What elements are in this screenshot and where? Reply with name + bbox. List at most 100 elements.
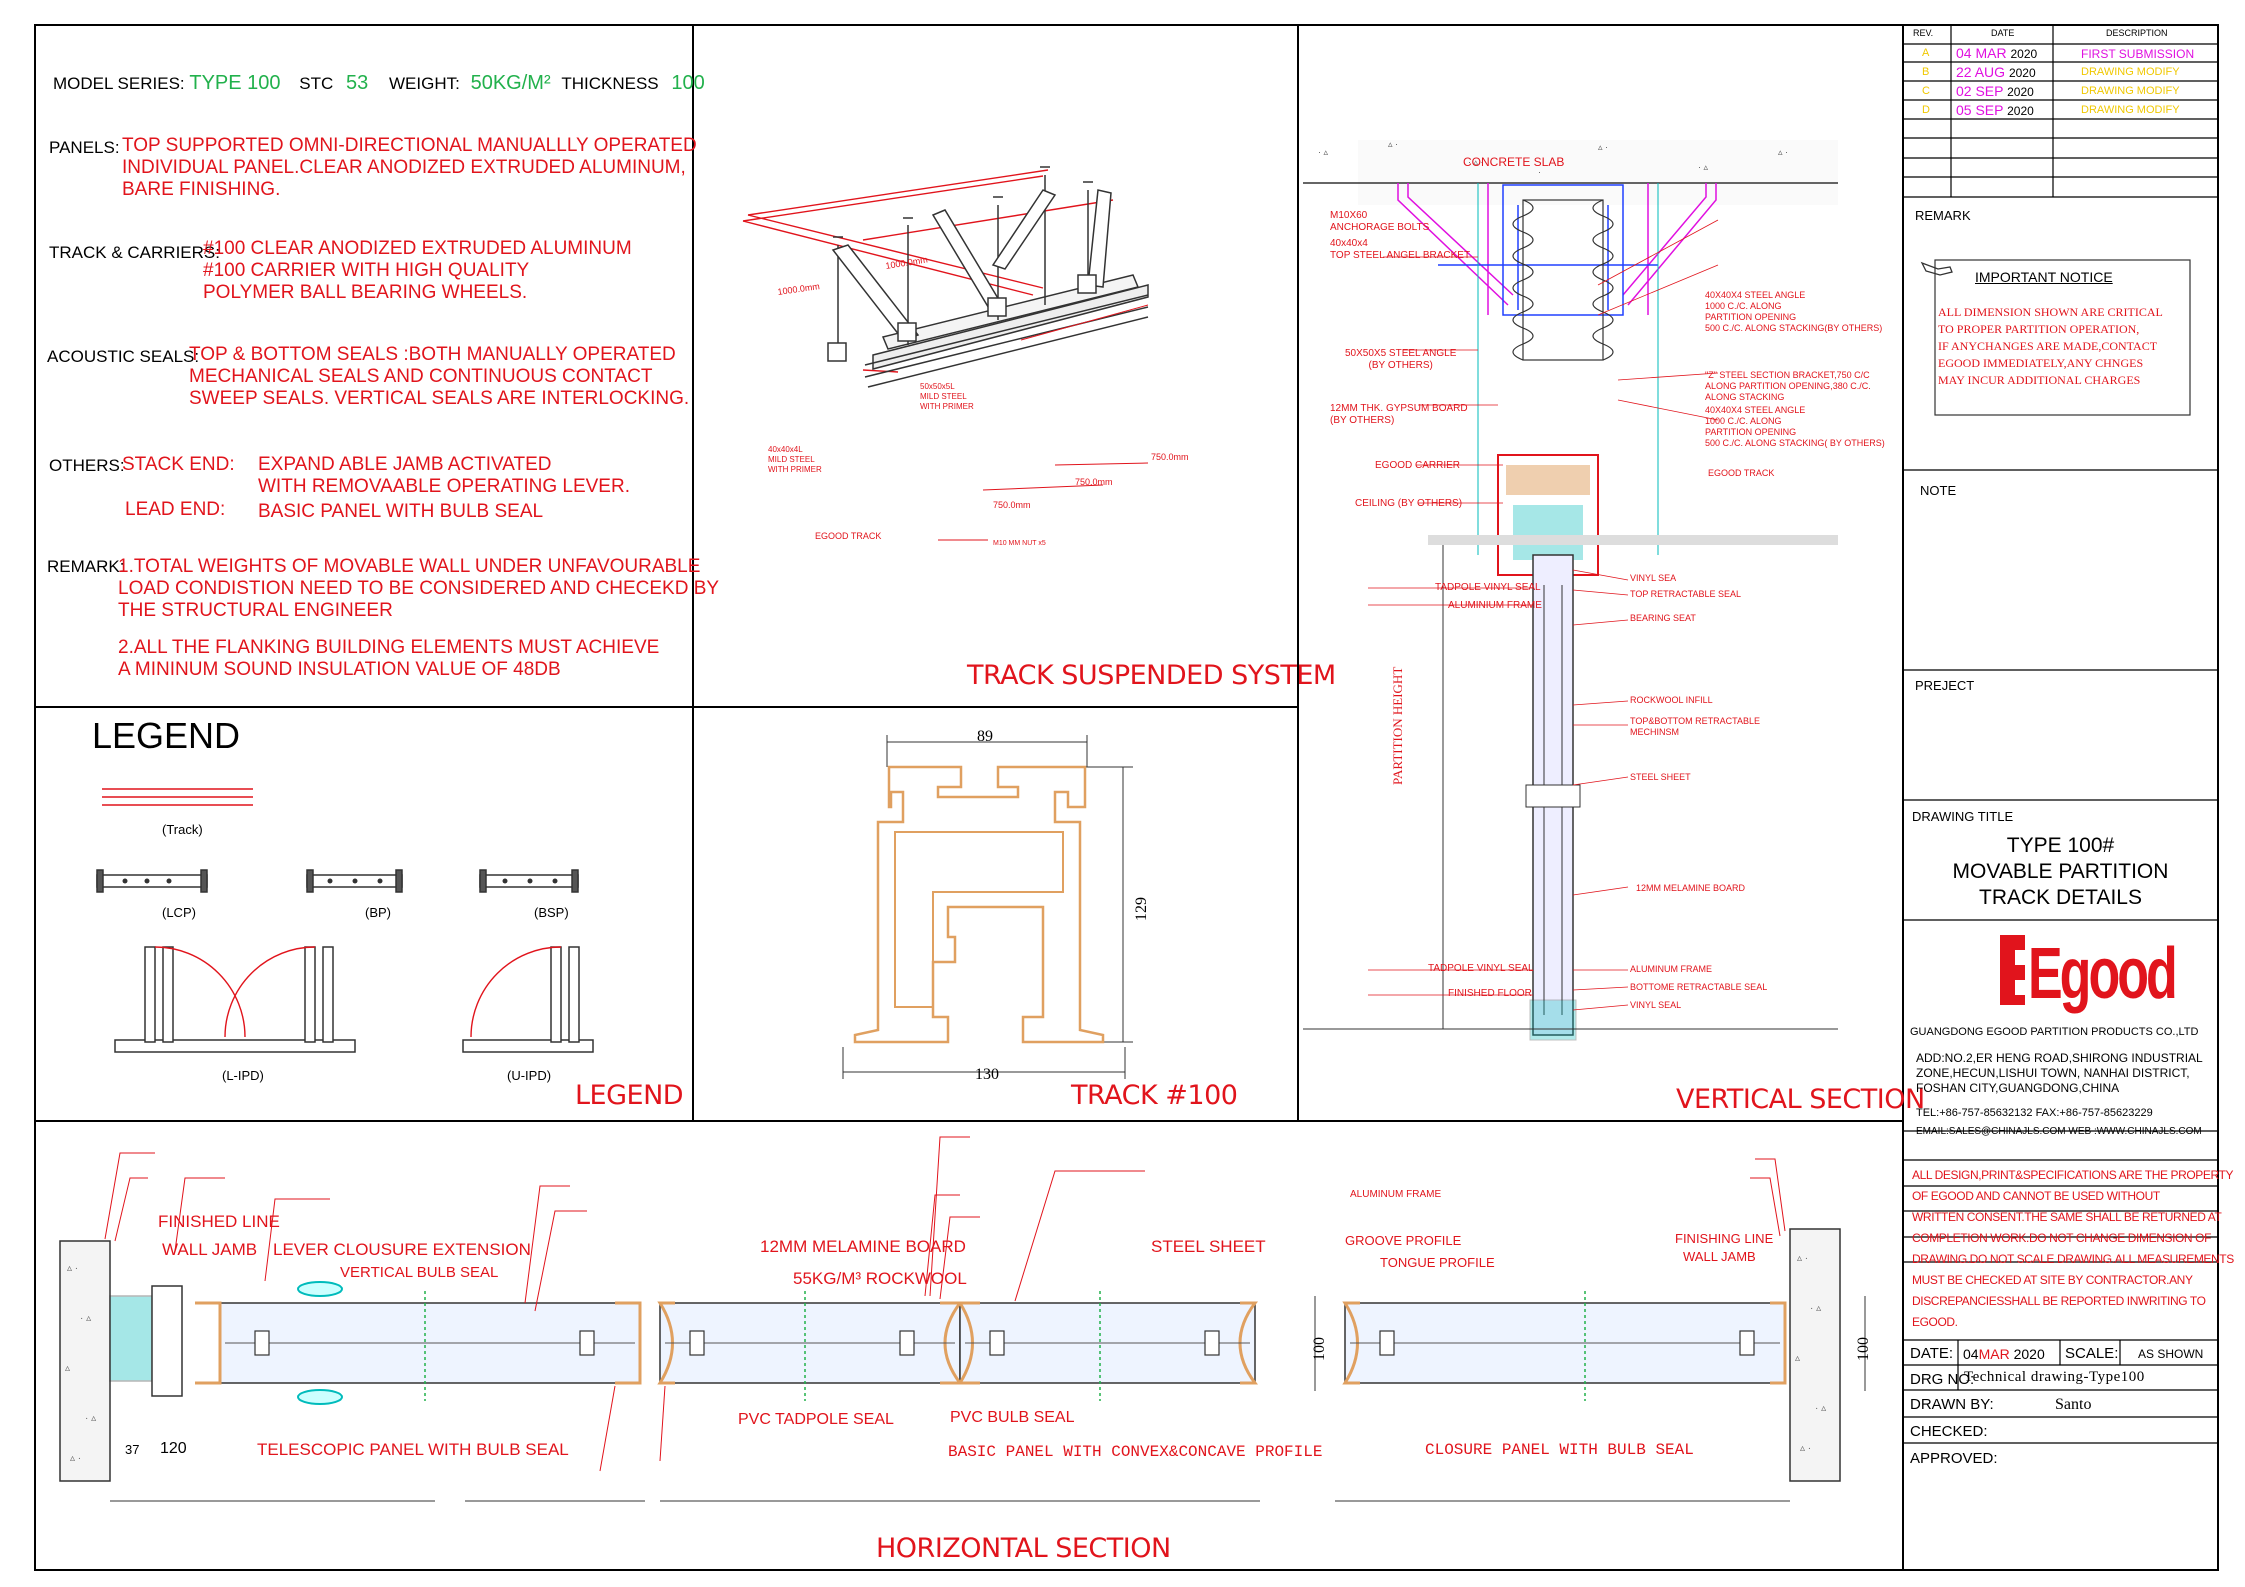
notice-title: IMPORTANT NOTICE [1975,269,2113,285]
revision-row: C [1922,85,1930,97]
description-header: DESCRIPTION [2106,28,2168,38]
stack-end-label: STACK END: [122,454,235,475]
legend-lipd: (L-IPD) [222,1068,264,1083]
track100-title: TRACK #100 [1071,1080,1238,1111]
date-label: DATE: [1910,1345,1954,1362]
hs-wall-jamb: WALL JAMB [162,1240,258,1259]
svg-text:· ▵: · ▵ [1318,147,1328,157]
svg-text:·: · [1538,167,1541,177]
remark-2: 2.ALL THE FLANKING BUILDING ELEMENTS MUS… [118,637,660,680]
track-carriers-label: TRACK & CARRIERS: [49,243,220,262]
approved-label: APPROVED: [1910,1450,1998,1467]
track-suspended-title: TRACK SUSPENDED SYSTEM [967,660,1336,691]
track100-dim-top: 89 [977,728,993,745]
lead-end-label: LEAD END: [125,499,226,520]
svg-text:▵ ·: ▵ · [1388,139,1398,149]
vs-tadpole-bottom: TADPOLE VINYL SEAL [1428,963,1534,974]
vs-vinyl-sea: VINYL SEA [1630,573,1677,583]
hs-vertical-bulb-seal: VERTICAL BULB SEAL [340,1264,499,1281]
lead-end-text: BASIC PANEL WITH BULB SEAL [258,501,544,522]
egood-logo-text: Egood [2028,933,2178,1015]
note-heading: NOTE [1920,483,1957,498]
drg-no-label: DRG NO: [1910,1371,1975,1388]
hs-dim-37: 37 [125,1442,140,1457]
hs-steel-sheet: STEEL SHEET [1151,1237,1266,1256]
vs-top-bottom-mech: TOP&BOTTOM RETRACTABLE MECHINSM [1630,716,1761,737]
svg-text:▵ ·: ▵ · [1598,142,1608,152]
vs-tadpole-top: TADPOLE VINYL SEAL [1435,582,1541,593]
svg-text:▵ ·: ▵ · [1800,1443,1811,1454]
dim-1000-left: 1000.0mm [777,281,821,297]
others-label: OTHERS: [49,456,125,475]
dim-750-right: 750.0mm [1151,452,1189,462]
horizontal-section-title: HORIZONTAL SECTION [876,1533,1171,1564]
svg-text:· ▵ ·: · ▵ · [1468,157,1484,167]
vs-vinyl-seal: VINYL SEAL [1630,1000,1682,1010]
hs-aluminum-frame: ALUMINUM FRAME [1350,1189,1442,1200]
legend-lcp: (LCP) [162,905,196,920]
acoustic-seals-label: ACOUSTIC SEALS: [47,347,200,366]
date-header: DATE [1991,28,2015,38]
drg-no-value: Technical drawing-Type100 [1964,1369,2145,1385]
legend-bp: (BP) [365,905,391,920]
svg-text:· ▵: · ▵ [85,1413,96,1424]
stack-end-text: EXPAND ABLE JAMB ACTIVATED WITH REMOVAAB… [258,454,630,497]
project-heading: PREJECT [1915,678,1975,693]
vs-steel-angle-2: 40X40X4 STEEL ANGLE 1000 C./C. ALONG PAR… [1705,405,1885,448]
vs-melamine: 12MM MELAMINE BOARD [1636,883,1746,893]
legend-uipd: (U-IPD) [507,1068,552,1083]
vs-z-steel: "Z" STEEL SECTION BRACKET,750 C/C ALONG … [1705,370,1871,402]
drawing-title-label: DRAWING TITLE [1912,809,2014,824]
stc-value: 53 [346,72,369,94]
vs-anchor-bolts: M10X60 ANCHORAGE BOLTS [1330,210,1430,233]
vs-steel-angle-1: 40X40X4 STEEL ANGLE 1000 C./C. ALONG PAR… [1705,290,1883,333]
panels-text: TOP SUPPORTED OMNI-DIRECTIONAL MANUALLLY… [122,135,697,200]
thickness-value: 100 [671,72,705,94]
track100-dim-bottom: 130 [975,1066,999,1083]
svg-text:▵: ▵ [1795,1353,1800,1364]
revision-row-date: 02 SEP 2020 [1956,83,2034,99]
hs-dim-100-b: 100 [1855,1337,1872,1361]
checked-label: CHECKED: [1910,1423,1988,1440]
note-steel-40: 40x40x4L MILD STEEL WITH PRIMER [768,445,822,474]
track-carriers-text: #100 CLEAR ANODIZED EXTRUDED ALUMINUM #1… [203,238,632,303]
notice-text: ALL DIMENSION SHOWN ARE CRITICAL TO PROP… [1938,305,2163,387]
hs-closure-panel: CLOSURE PANEL WITH BULB SEAL [1425,1441,1694,1459]
svg-text:▵ ·: ▵ · [67,1263,78,1274]
thickness-label: THICKNESS [561,74,659,93]
svg-text:· ▵: · ▵ [80,1313,91,1324]
hs-pvc-bulb: PVC BULB SEAL [950,1409,1075,1426]
hs-lever-extension: LEVER CLOUSURE EXTENSION [273,1240,531,1259]
svg-text:· ▵: · ▵ [1698,162,1708,172]
remark-1: 1.TOTAL WEIGHTS OF MOVABLE WALL UNDER UN… [118,556,720,621]
track100-profile [842,735,1133,1079]
model-series-label: MODEL SERIES: [53,74,185,93]
vs-steel-sheet: STEEL SHEET [1630,772,1691,782]
hs-pvc-tadpole: PVC TADPOLE SEAL [738,1411,894,1428]
vs-finished-floor: FINISHED FLOOR [1448,988,1532,999]
remark-heading: REMARK [1915,208,1971,223]
vs-bearing-seat: BEARING SEAT [1630,613,1696,623]
notice-box [1920,259,2191,416]
hs-groove-profile: GROOVE PROFILE [1345,1233,1462,1248]
legend-bsp: (BSP) [534,905,569,920]
hs-dim-120: 120 [160,1440,187,1457]
revision-row-date: 04 MAR 2020 [1956,45,2038,61]
vs-aluminium-frame: ALUMINIUM FRAME [1448,600,1542,611]
logo-icon [2000,935,2025,1005]
rev-header: REV. [1913,28,1934,38]
vs-aluminum-frame-r: ALUMINUM FRAME [1630,964,1713,974]
model-series-line: MODEL SERIES: TYPE 100 STC 53 WEIGHT: 50… [53,73,705,94]
acoustic-seals-text: TOP & BOTTOM SEALS :BOTH MANUALLY OPERAT… [189,344,690,409]
dim-750-mid: 750.0mm [1075,477,1113,487]
model-series-value: TYPE 100 [189,72,281,94]
revision-row-desc: DRAWING MODIFY [2081,104,2180,116]
remark-label: REMARK: [47,557,125,576]
stc-label: STC [299,74,334,93]
revision-row: A [1922,47,1930,59]
svg-text:▵ ·: ▵ · [1797,1253,1808,1264]
drawn-by-value: Santo [2055,1396,2092,1413]
scale-value: AS SHOWN [2138,1347,2204,1361]
legend-heading: LEGEND [92,715,241,756]
